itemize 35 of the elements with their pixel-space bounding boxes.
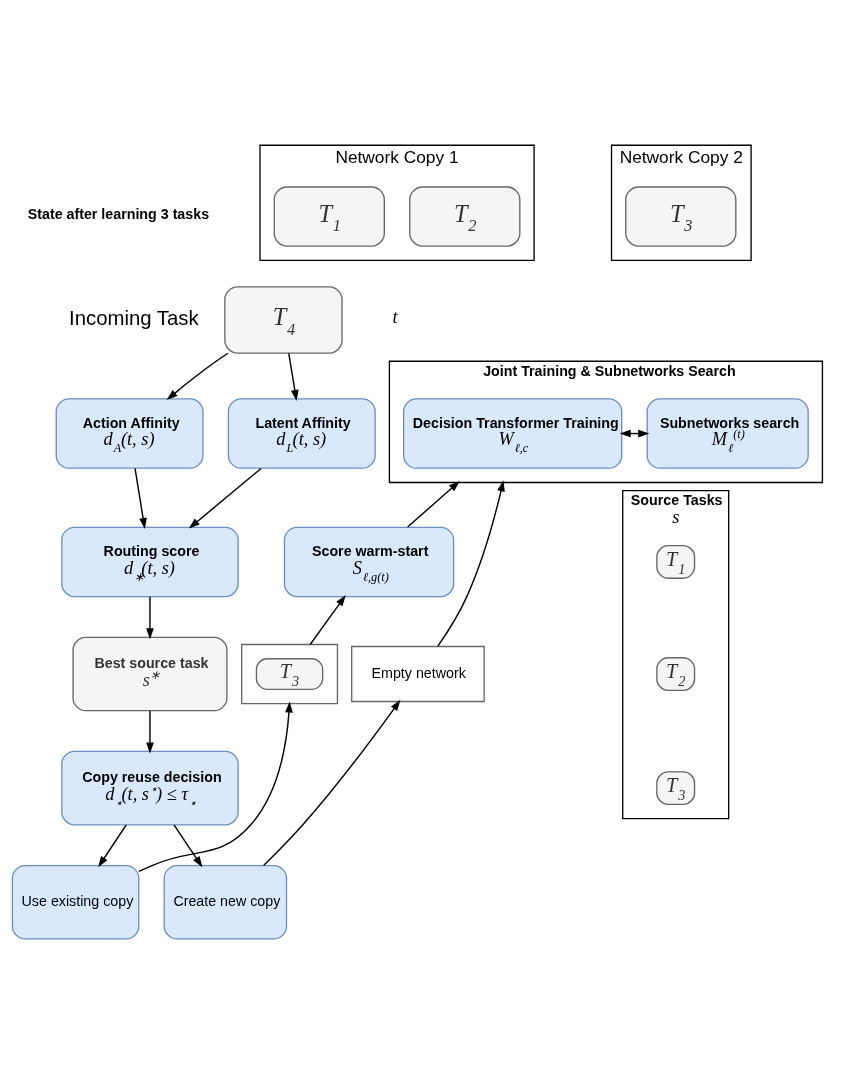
node-label: Incoming Task <box>68 307 199 330</box>
arrow <box>98 824 127 868</box>
node-label: t <box>392 307 398 328</box>
arrow <box>146 596 154 640</box>
node-box: Empty network <box>351 645 485 703</box>
node-box: Decision Transformer Training W$_{ℓ,c}$ <box>403 398 623 469</box>
arrow <box>288 352 299 401</box>
arrow <box>309 595 346 646</box>
node-box: T$_{3}$ <box>255 658 324 690</box>
node-box: T$_{4}$ <box>224 286 343 354</box>
node-box: Best source task s$^{∗}$ <box>72 636 228 712</box>
node-box: Create new copy <box>163 864 288 940</box>
arrow <box>437 480 505 647</box>
node-box: T$_{2}$ <box>409 186 521 247</box>
node-box: Latent Affinity d$_{L}$(t, s) <box>227 398 376 469</box>
node-box: T$_{1}$ <box>273 186 385 247</box>
node-box: Copy reuse decision d$_{⋆}$(t, s$^{⋆}$) ≤ τ$_{⋆}$ <box>61 750 239 826</box>
arrow <box>166 352 229 400</box>
arrow <box>188 467 262 529</box>
arrow <box>406 481 460 528</box>
cluster <box>241 643 339 705</box>
node-box: Score warm-start S$_{ℓ,g(t)}$ <box>283 526 455 598</box>
arrow <box>173 824 203 868</box>
label: State after learning 3 tasks <box>27 206 210 223</box>
node-box: Routing score d$_{∗}$(t, s) <box>61 526 239 598</box>
node-box: T$_{3}$ <box>625 186 737 247</box>
node-box: T$_{2}$ <box>656 657 696 691</box>
arrow <box>134 467 147 530</box>
arrow <box>138 701 293 873</box>
arrow <box>263 699 401 866</box>
node-box: Action Affinity d$_{A}$(t, s) <box>55 398 204 469</box>
node-box: T$_{3}$ <box>656 771 696 806</box>
arrow <box>146 710 154 754</box>
node-box: Use existing copy <box>11 864 140 940</box>
node-box: T$_{1}$ <box>656 545 696 579</box>
